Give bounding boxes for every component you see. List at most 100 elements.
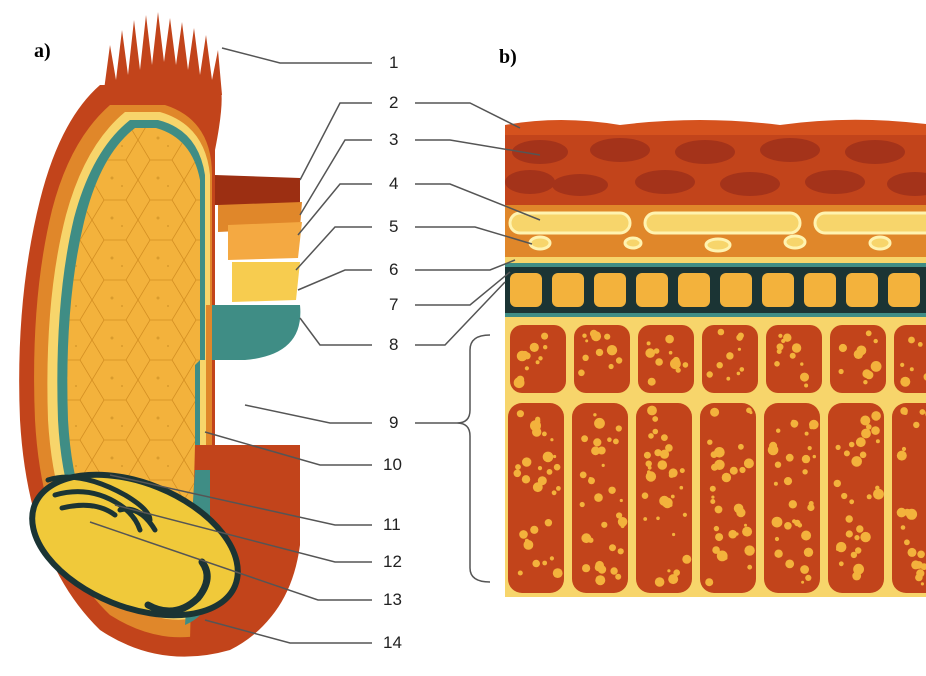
starch-granule <box>775 462 781 468</box>
leader-3 <box>300 140 372 215</box>
starch-granule <box>911 560 920 569</box>
starch-granule <box>800 565 809 574</box>
callout-3: 3 <box>389 130 398 150</box>
starch-granule <box>851 456 862 467</box>
starch-granule <box>656 517 660 521</box>
starch-granule <box>920 409 926 415</box>
starch-granule <box>740 367 745 372</box>
callout-12: 12 <box>383 552 402 572</box>
starch-granule <box>653 429 659 435</box>
pericarp-top-edge <box>505 120 926 135</box>
starch-granule <box>673 357 680 364</box>
starch-granule <box>813 455 816 458</box>
starch-granule <box>543 452 554 463</box>
starch-granule <box>859 346 863 350</box>
starch-granule <box>542 561 547 566</box>
starch-granule <box>778 334 782 338</box>
starch-granule <box>518 571 523 576</box>
starch-granule <box>800 362 803 365</box>
starch-granule <box>652 416 658 422</box>
starch-granule <box>553 568 563 578</box>
starch-granule <box>876 439 880 443</box>
starch-granule <box>844 450 850 456</box>
starch-granule <box>715 506 723 514</box>
starch-granule <box>590 330 598 338</box>
starch-granule <box>589 477 592 480</box>
starch-granule <box>809 420 819 430</box>
starch-granule <box>839 369 844 374</box>
starch-granule <box>660 450 669 459</box>
starch-granule <box>550 438 553 441</box>
starch-granule <box>747 565 752 570</box>
starch-granule <box>646 461 652 467</box>
starch-granule <box>900 363 904 367</box>
starch-granule <box>667 569 670 572</box>
starch-granule <box>621 524 625 528</box>
starch-granule <box>800 373 809 382</box>
starch-granule <box>856 437 866 447</box>
starch-granule <box>514 470 522 478</box>
starch-granule <box>918 342 923 347</box>
starch-granule <box>620 499 623 502</box>
starch-granule <box>514 377 525 388</box>
starch-granule <box>861 429 871 439</box>
panel-label-b: b) <box>499 46 517 69</box>
starch-granule <box>874 339 878 343</box>
starch-granule <box>791 420 795 424</box>
starch-granule <box>917 551 925 559</box>
starch-granule <box>717 362 723 368</box>
starch-granule <box>530 526 538 534</box>
callout-6: 6 <box>389 260 398 280</box>
starch-granule <box>610 567 617 574</box>
starch-granule <box>807 504 814 511</box>
starch-granule <box>730 467 738 475</box>
starch-granule <box>538 356 542 360</box>
starch-granule <box>804 548 813 557</box>
starch-granule <box>668 574 678 584</box>
starch-granule <box>710 408 719 417</box>
leader-8 <box>300 318 372 345</box>
starch-granule <box>915 574 923 582</box>
starch-granule <box>871 361 882 372</box>
starch-granule <box>722 473 731 482</box>
starch-granule <box>535 418 541 424</box>
starch-granule <box>808 446 812 450</box>
starch-granule <box>802 455 810 463</box>
starch-granule <box>904 539 910 545</box>
starch-granule <box>897 508 907 518</box>
starch-granule <box>734 504 744 514</box>
starch-granule <box>805 432 809 436</box>
leader-2b <box>415 103 520 128</box>
starch-granule <box>873 489 884 500</box>
starch-granule <box>658 460 668 470</box>
starch-granule <box>532 560 540 568</box>
starch-granule <box>542 432 547 437</box>
callout-10: 10 <box>383 455 402 475</box>
starch-granule <box>609 364 614 369</box>
seed-section <box>12 12 302 657</box>
starch-granule <box>543 345 547 349</box>
starch-granule <box>659 496 669 506</box>
starch-granule <box>602 464 605 467</box>
starch-granule <box>545 519 552 526</box>
starch-granule <box>554 464 561 471</box>
starch-granule <box>669 468 678 477</box>
leader-5 <box>296 227 372 270</box>
starch-granule <box>862 369 871 378</box>
starch-granule <box>710 499 715 504</box>
starch-granule <box>680 486 684 490</box>
starch-granule <box>900 377 910 387</box>
starch-granule <box>580 502 585 507</box>
starch-granule <box>790 353 796 359</box>
starch-granule <box>581 435 588 442</box>
starch-granule <box>866 330 872 336</box>
starch-granule <box>715 533 723 541</box>
starch-granule <box>846 517 850 521</box>
starch-granule <box>711 451 718 458</box>
starch-granule <box>836 445 841 450</box>
starch-granule <box>718 329 725 336</box>
starch-granule <box>853 564 864 575</box>
starch-granule <box>596 349 603 356</box>
starch-granule <box>530 343 539 352</box>
brace-9 <box>457 335 490 582</box>
